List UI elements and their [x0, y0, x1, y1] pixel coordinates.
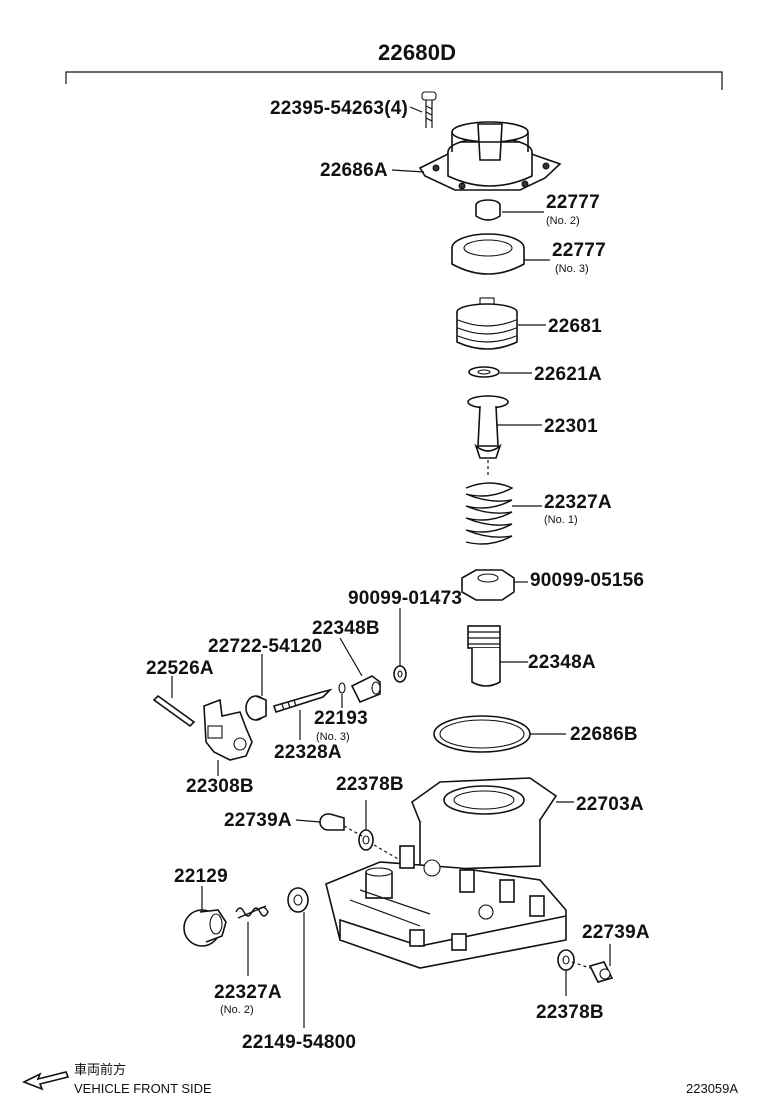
leader-lines	[171, 106, 611, 1028]
label-nut: 90099-05156	[530, 570, 644, 591]
labels: 22395-54263(4) 22686A 22777 (No. 2) 2277…	[146, 98, 650, 1053]
housing-drawing	[325, 777, 567, 969]
assembly-number: 22680D	[378, 40, 456, 65]
label-spacer-no2: 22777	[546, 192, 600, 213]
label-plug-a: 22348A	[528, 652, 596, 673]
figure-code: 223059A	[686, 1081, 738, 1096]
bolt-a-lower-drawing	[588, 961, 614, 983]
label-spring-no2: 22327A	[214, 982, 282, 1003]
label-plug-b: 22348B	[312, 618, 380, 639]
label-lever: 22308B	[186, 776, 254, 797]
spring-no2-drawing	[235, 905, 269, 919]
spring-no1-drawing	[465, 482, 514, 545]
label-spacer-no2-sub: (No. 2)	[546, 215, 580, 227]
label-bolt: 22395-54263(4)	[270, 98, 408, 119]
label-washer: 22621A	[534, 364, 602, 385]
label-bolt-a-upper: 22739A	[224, 810, 292, 831]
label-ring-no3-sub: (No. 3)	[316, 731, 350, 743]
label-spring-no1: 22327A	[544, 492, 612, 513]
gasket-drawing	[433, 715, 531, 753]
footer: 車両前方 VEHICLE FRONT SIDE 223059A	[22, 1062, 738, 1096]
gasket-b-upper-drawing	[358, 829, 374, 851]
cover-drawing	[418, 121, 562, 191]
plug-a-drawing	[467, 625, 501, 687]
valve-drawing	[467, 395, 509, 459]
gasket-round-drawing	[287, 887, 309, 913]
label-gasket-b-upper: 22378B	[336, 774, 404, 795]
washer-drawing	[468, 366, 500, 378]
nut-drawing	[461, 569, 515, 601]
label-housing: 22703A	[576, 794, 644, 815]
screw-drawing	[245, 695, 267, 721]
label-spacer-no3-sub: (No. 3)	[555, 263, 589, 275]
label-spacer-no3: 22777	[552, 240, 606, 261]
label-pin: 22526A	[146, 658, 214, 679]
label-plug-cap: 22129	[174, 866, 228, 887]
plug-b-drawing	[350, 675, 381, 704]
lever-drawing	[203, 698, 253, 761]
label-ring-no3: 22193	[314, 708, 368, 729]
front-side-jp: 車両前方	[74, 1062, 126, 1077]
label-screw: 22722-54120	[208, 636, 322, 657]
plug-cap-drawing	[183, 909, 227, 947]
label-spring-no1-sub: (No. 1)	[544, 514, 578, 526]
label-valve: 22301	[544, 416, 598, 437]
piston-drawing	[456, 297, 518, 350]
needle-drawing	[272, 688, 333, 714]
ring-no3-drawing	[338, 682, 346, 694]
label-gasket-round: 22149-54800	[242, 1032, 356, 1053]
label-bolt-a-lower: 22739A	[582, 922, 650, 943]
label-gasket-b-lower: 22378B	[536, 1002, 604, 1023]
pin-drawing	[152, 694, 196, 728]
label-piston: 22681	[548, 316, 602, 337]
label-ring-small: 90099-01473	[348, 588, 462, 609]
assembly-bracket: 22680D	[65, 40, 723, 90]
label-gasket: 22686B	[570, 724, 638, 745]
bolt-a-upper-drawing	[319, 813, 345, 831]
label-cover: 22686A	[320, 160, 388, 181]
arrow-left-icon	[22, 1071, 70, 1091]
gasket-b-lower-drawing	[557, 949, 575, 971]
label-spring-no2-sub: (No. 2)	[220, 1004, 254, 1016]
ring-small-drawing	[393, 665, 407, 683]
front-side-en: VEHICLE FRONT SIDE	[74, 1081, 212, 1096]
label-needle: 22328A	[274, 742, 342, 763]
spacer-no2-drawing	[475, 199, 501, 221]
bolt-drawing	[421, 91, 437, 128]
spacer-no3-drawing	[451, 233, 525, 275]
